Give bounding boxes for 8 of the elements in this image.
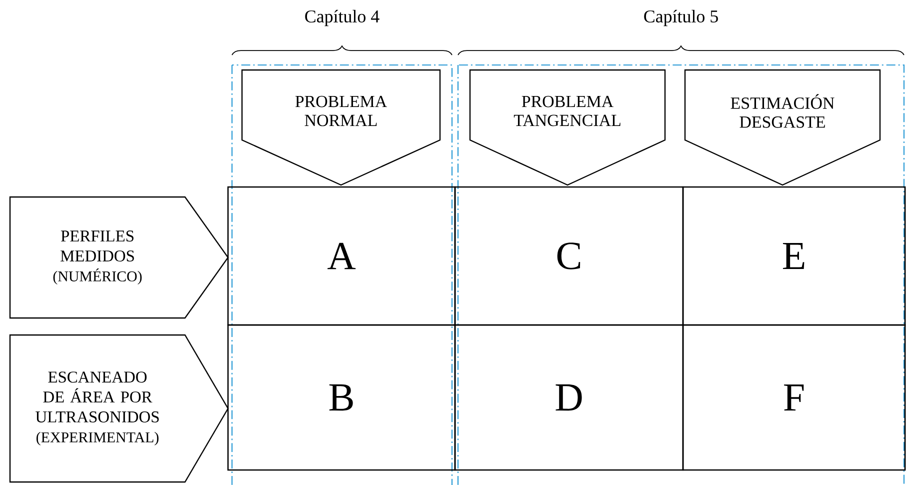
table-cell: E [682,186,906,326]
table-cell: A [227,186,456,326]
table-cell: F [682,324,906,471]
chapter-label: Capítulo 5 [644,10,718,26]
chapter-label: Capítulo 4 [305,10,380,26]
table-cell: D [454,324,684,471]
table-cell: C [454,186,684,326]
table-cell: B [227,324,456,471]
